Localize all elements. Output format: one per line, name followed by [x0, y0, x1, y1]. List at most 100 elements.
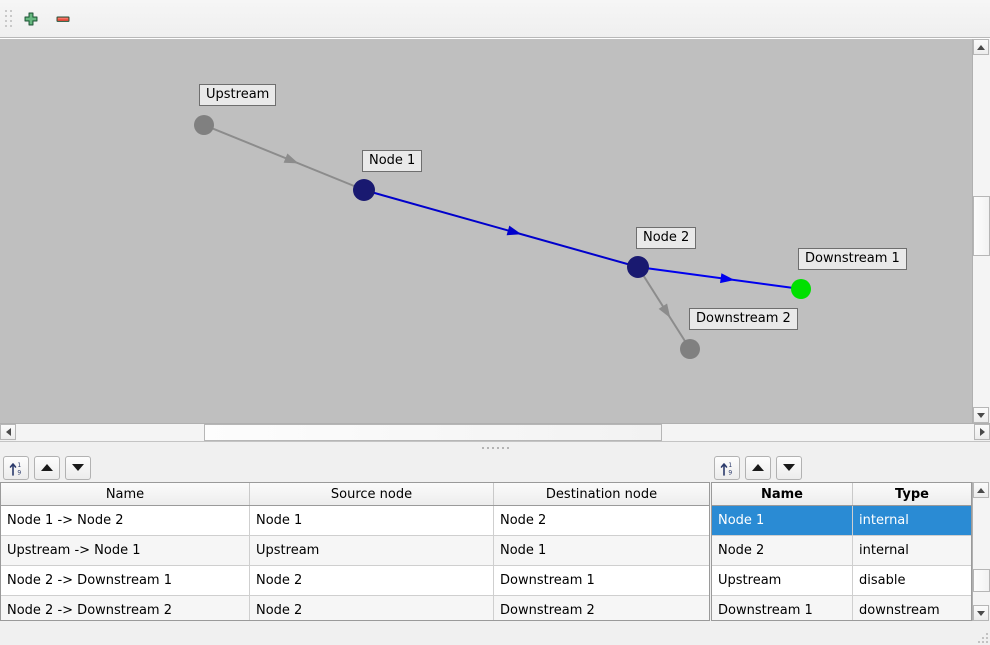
table-cell[interactable]: Node 1 [712, 505, 853, 536]
table-cell[interactable]: Node 2 [712, 535, 853, 566]
graph-node-label-downstream2[interactable]: Downstream 2 [689, 308, 798, 330]
window-resize-grip[interactable] [976, 631, 988, 643]
edges-move-down-button[interactable] [65, 455, 91, 480]
graph-edge-arrowhead [658, 303, 671, 319]
table-cell[interactable]: Node 2 [249, 565, 494, 596]
remove-icon[interactable] [49, 5, 77, 33]
table-cell[interactable]: Node 1 [493, 535, 709, 566]
status-bar [0, 621, 990, 645]
scroll-left-button[interactable] [0, 424, 16, 440]
add-icon[interactable] [17, 5, 45, 33]
chevron-left-icon [5, 428, 11, 436]
graph-edge-arrowhead [720, 273, 735, 284]
svg-text:9: 9 [17, 469, 21, 476]
graph-node-label-node1[interactable]: Node 1 [362, 150, 423, 172]
table-cell[interactable]: internal [852, 535, 971, 566]
graph-node-node1[interactable] [353, 179, 375, 201]
graph-horizontal-scrollbar[interactable] [0, 423, 990, 441]
panel-splitter[interactable] [0, 441, 990, 453]
table-cell[interactable]: Node 2 [493, 505, 709, 536]
nodes-vscroll-track[interactable] [973, 498, 990, 605]
graph-vscroll-track[interactable] [973, 55, 990, 407]
graph-edge-arrowhead [506, 225, 522, 236]
chevron-down-icon [977, 610, 985, 616]
nodes-move-up-button[interactable] [745, 455, 771, 480]
table-cell[interactable]: downstream [852, 595, 971, 620]
nodes-vertical-scrollbar[interactable] [972, 482, 990, 621]
svg-text:1: 1 [728, 462, 732, 469]
column-header-source-node[interactable]: Source node [249, 483, 494, 506]
edges-move-up-button[interactable] [34, 455, 60, 480]
graph-vscroll-thumb[interactable] [973, 195, 990, 256]
triangle-up-icon [41, 464, 53, 471]
graph-vertical-scrollbar[interactable] [972, 39, 990, 423]
triangle-down-icon [72, 464, 84, 471]
graph-node-upstream[interactable] [194, 115, 214, 135]
table-cell[interactable]: Node 1 -> Node 2 [1, 505, 250, 536]
table-cell[interactable]: Downstream 2 [493, 595, 709, 620]
table-cell[interactable]: Node 1 [249, 505, 494, 536]
table-cell[interactable]: Upstream [249, 535, 494, 566]
table-cell[interactable]: Downstream 1 [712, 595, 853, 620]
table-cell[interactable]: Node 2 -> Downstream 1 [1, 565, 250, 596]
nodes-move-down-button[interactable] [776, 455, 802, 480]
graph-edge[interactable] [637, 266, 802, 290]
graph-node-label-downstream1[interactable]: Downstream 1 [798, 248, 907, 270]
graph-hscroll-thumb[interactable] [204, 424, 662, 441]
toolbar-drag-handle[interactable] [3, 8, 13, 30]
graph-node-label-upstream[interactable]: Upstream [199, 84, 277, 106]
column-header-type[interactable]: Type [852, 483, 971, 506]
graph-svg [194, 115, 811, 359]
column-header-destination-node[interactable]: Destination node [493, 483, 709, 506]
sort-ascending-icon: 1 9 [9, 462, 21, 476]
column-header-name[interactable]: Name [712, 483, 853, 506]
table-cell[interactable]: internal [852, 505, 971, 536]
graph-hscroll-track[interactable] [16, 424, 974, 441]
table-cell[interactable]: Upstream [712, 565, 853, 596]
nodes-sort-button[interactable]: 1 9 [714, 455, 740, 480]
graph-edge-arrowhead [283, 153, 299, 164]
graph-node-downstream2[interactable] [680, 339, 700, 359]
scroll-down-button[interactable] [973, 407, 989, 423]
graph-edge[interactable] [203, 124, 365, 191]
table-cell[interactable]: Downstream 1 [493, 565, 709, 596]
table-cell[interactable]: Node 2 -> Downstream 2 [1, 595, 250, 620]
nodes-vscroll-thumb[interactable] [973, 568, 990, 593]
graph-node-downstream1[interactable] [791, 279, 811, 299]
edges-sort-button[interactable]: 1 9 [3, 455, 29, 480]
scroll-down-button[interactable] [973, 605, 989, 621]
table-cell[interactable]: disable [852, 565, 971, 596]
scroll-up-button[interactable] [973, 482, 989, 498]
table-cell[interactable]: Upstream -> Node 1 [1, 535, 250, 566]
chevron-right-icon [979, 428, 985, 436]
table-cell[interactable]: Node 2 [249, 595, 494, 620]
scroll-right-button[interactable] [974, 424, 990, 440]
svg-text:1: 1 [17, 462, 21, 469]
chevron-up-icon [977, 487, 985, 493]
graph-edge[interactable] [363, 189, 639, 268]
graph-node-label-node2[interactable]: Node 2 [636, 227, 697, 249]
column-header-name[interactable]: Name [1, 483, 250, 506]
graph-node-node2[interactable] [627, 256, 649, 278]
scroll-up-button[interactable] [973, 39, 989, 55]
sort-ascending-icon: 1 9 [720, 462, 732, 476]
